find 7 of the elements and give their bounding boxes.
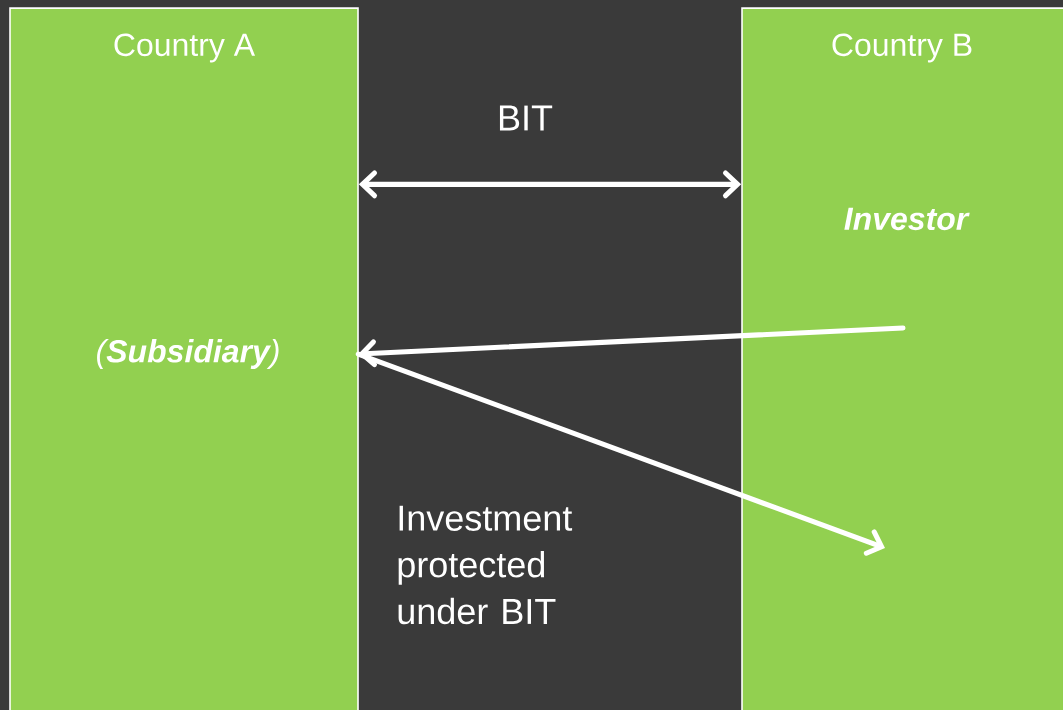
arrow bbox=[355, 351, 885, 556]
party-label: (Subsidiary) bbox=[97, 339, 279, 369]
party-label: Investor bbox=[844, 207, 970, 231]
arrow bbox=[358, 325, 906, 368]
arrow bbox=[358, 170, 742, 199]
text-label: BIT bbox=[499, 105, 553, 131]
text-label: Investment protected under BIT bbox=[398, 505, 573, 625]
